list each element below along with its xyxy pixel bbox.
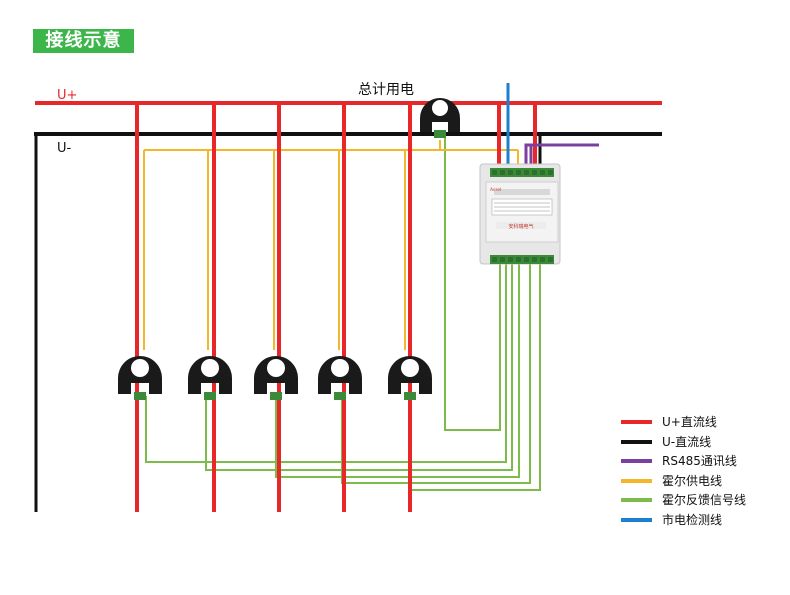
u-minus-label: U-	[57, 141, 72, 156]
u-plus-branch-lines	[135, 103, 537, 512]
module-brand-text: 安科瑞电气	[508, 223, 533, 230]
page-title: 接线示意	[33, 29, 134, 53]
hall-sensor-3	[254, 356, 298, 400]
hall-sensor-4	[318, 356, 362, 400]
legend-label: 市电检测线	[662, 512, 723, 527]
legend-label: U+直流线	[662, 415, 717, 429]
total-meter-label: 总计用电	[358, 82, 414, 98]
legend-swatch	[621, 517, 652, 522]
hall-sensor-5	[388, 356, 432, 400]
legend-swatch	[621, 439, 652, 444]
module-logo-text: Acrel	[490, 187, 501, 193]
monitoring-module: 安科瑞电气 Acrel	[479, 163, 561, 265]
hall-power-lines	[143, 140, 519, 350]
hall-sensor-total	[420, 98, 460, 138]
u-plus-label: U+	[57, 88, 78, 103]
legend-label: U-直流线	[662, 434, 712, 449]
legend-swatch	[621, 420, 652, 424]
legend-swatch	[621, 459, 652, 463]
legend-swatch	[621, 478, 652, 483]
legend-label: RS485通讯线	[662, 454, 737, 468]
hall-sensor-1	[118, 356, 162, 400]
rs485-line	[524, 143, 599, 170]
hall-sensor-2	[188, 356, 232, 400]
legend-label: 霍尔供电线	[662, 473, 723, 488]
legend-label: 霍尔反馈信号线	[662, 493, 747, 507]
legend-swatch	[621, 498, 652, 502]
